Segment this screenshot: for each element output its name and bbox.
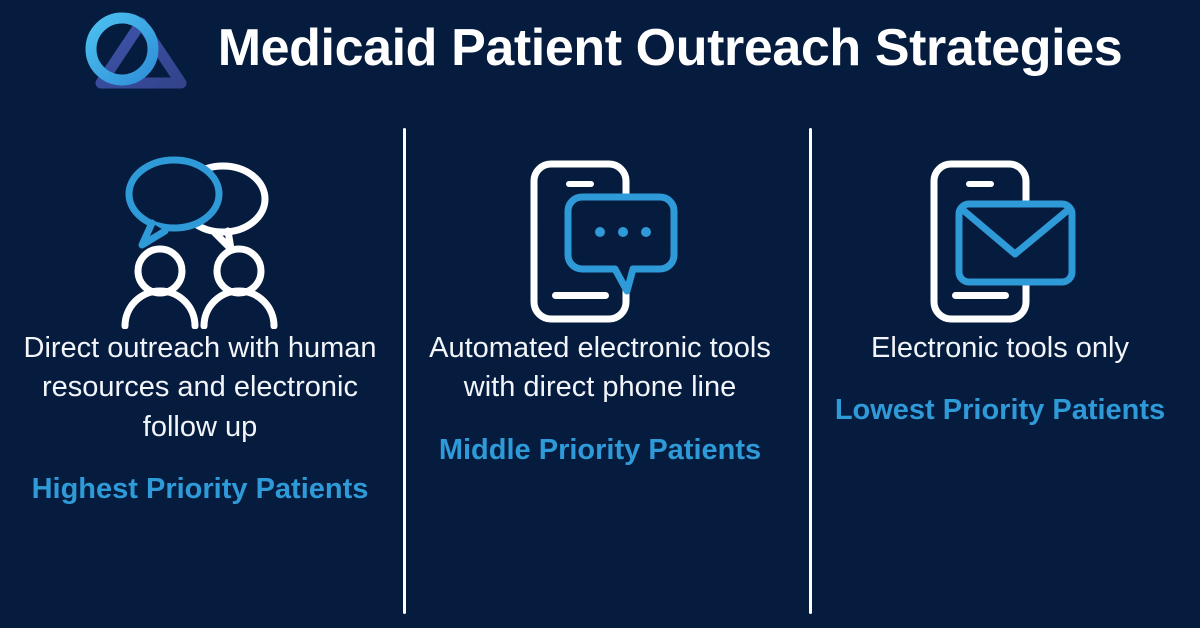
speech-bubble-blue bbox=[125, 156, 223, 249]
strategy-columns: Direct outreach with human resources and… bbox=[0, 118, 1200, 628]
envelope-flap bbox=[959, 206, 1072, 258]
strategy-description-1: Direct outreach with human resources and… bbox=[23, 332, 377, 443]
typing-dot-1 bbox=[595, 227, 605, 237]
envelope-blue bbox=[955, 200, 1076, 286]
chat-bubble-blue bbox=[564, 193, 678, 295]
logo-triangle bbox=[95, 17, 187, 89]
icon-container-1 bbox=[110, 154, 290, 329]
icon-container-3 bbox=[920, 154, 1080, 329]
brand-logo bbox=[78, 7, 196, 93]
typing-dot-3 bbox=[641, 227, 651, 237]
column-divider-2 bbox=[809, 128, 812, 614]
two-people-speech-bubbles-icon bbox=[121, 156, 278, 329]
phone-envelope-icon bbox=[930, 160, 1076, 323]
logo-circle bbox=[85, 12, 159, 86]
poster-header: Medicaid Patient Outreach Strategies bbox=[0, 0, 1200, 100]
person-figure-right bbox=[200, 245, 278, 329]
icon-container-2 bbox=[520, 154, 680, 329]
priority-label-3: Lowest Priority Patients bbox=[834, 394, 1166, 427]
person-figure-left bbox=[121, 245, 199, 329]
strategy-description-3: Electronic tools only bbox=[871, 332, 1129, 364]
page-title: Medicaid Patient Outreach Strategies bbox=[217, 19, 1123, 77]
priority-label-1: Highest Priority Patients bbox=[31, 473, 369, 506]
column-divider-1 bbox=[403, 128, 406, 614]
strategy-column-2: Automated electronic tools with direct p… bbox=[400, 118, 800, 628]
priority-label-2: Middle Priority Patients bbox=[438, 433, 762, 466]
phone-chat-bubble-icon bbox=[530, 160, 678, 323]
typing-dot-2 bbox=[618, 227, 628, 237]
strategy-column-3: Electronic tools only Lowest Priority Pa… bbox=[800, 118, 1200, 628]
strategy-column-1: Direct outreach with human resources and… bbox=[0, 118, 400, 628]
strategy-description-2: Automated electronic tools with direct p… bbox=[429, 332, 771, 404]
circle-triangle-logo bbox=[85, 12, 187, 89]
